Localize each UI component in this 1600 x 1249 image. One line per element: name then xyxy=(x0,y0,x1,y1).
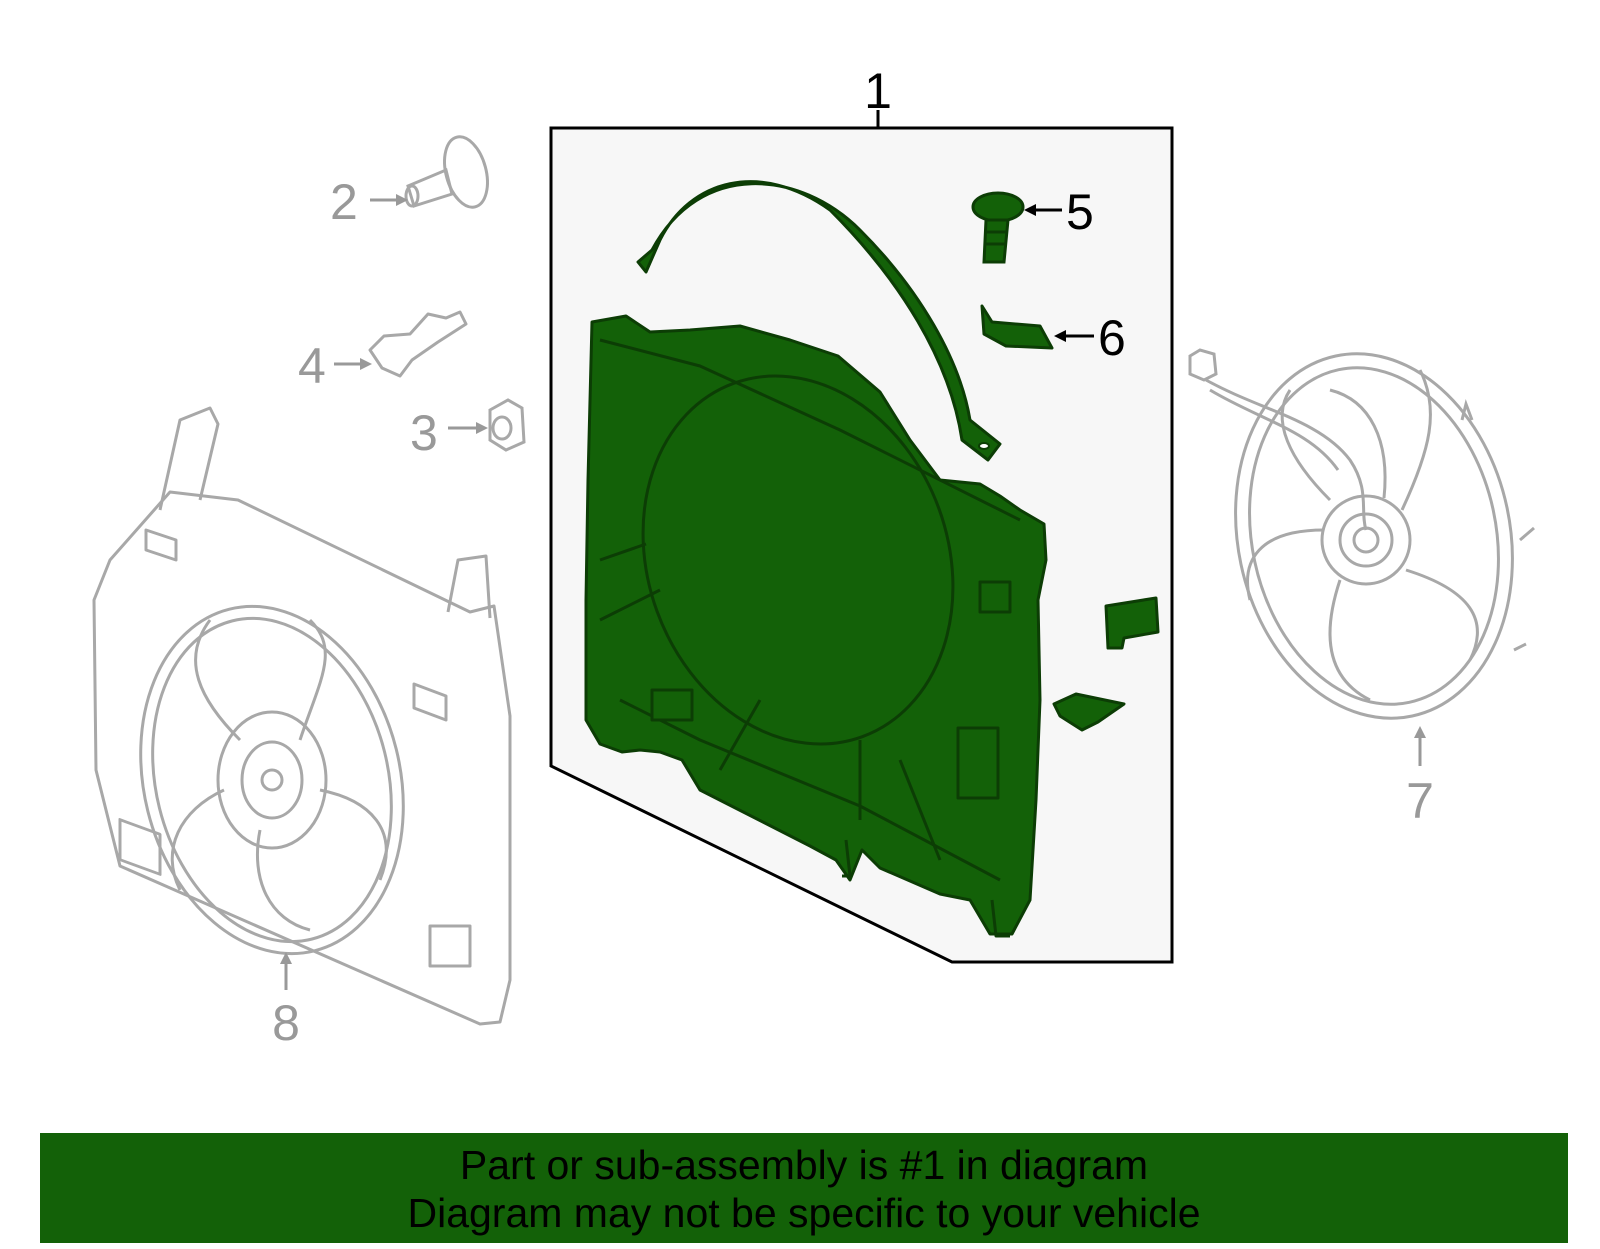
callout-2: 2 xyxy=(330,174,358,230)
callout-8: 8 xyxy=(272,995,300,1051)
notice-banner: Part or sub-assembly is #1 in diagram Di… xyxy=(40,1133,1568,1243)
push-pin-part-2 xyxy=(404,135,489,209)
callout-6-arrowhead xyxy=(1054,330,1066,342)
callout-4: 4 xyxy=(298,338,326,394)
bracket-part-4 xyxy=(368,310,468,378)
nut-part-3 xyxy=(488,398,526,452)
callout-7: 7 xyxy=(1406,773,1434,829)
callout-2-arrowhead xyxy=(396,194,408,206)
side-clip-lower xyxy=(1052,692,1126,732)
fan-assembly-part-8 xyxy=(92,406,512,1026)
clip-part-6 xyxy=(980,304,1054,350)
notice-line-1: Part or sub-assembly is #1 in diagram xyxy=(459,1142,1149,1188)
parts-diagram: 1 5 6 2 4 xyxy=(92,63,1535,1051)
callout-4-arrowhead xyxy=(360,358,372,370)
callout-3-arrowhead xyxy=(476,422,488,434)
fan-blade-part-7 xyxy=(1188,348,1535,720)
side-clip-upper xyxy=(1104,596,1160,650)
callout-7-arrowhead xyxy=(1414,726,1426,738)
fan-shroud xyxy=(584,314,1048,938)
bolt-part-5 xyxy=(971,191,1025,264)
callout-8-arrowhead xyxy=(280,952,292,964)
callout-1: 1 xyxy=(864,63,892,119)
brace-hole xyxy=(978,442,990,450)
callout-3: 3 xyxy=(410,405,438,461)
callout-5: 5 xyxy=(1066,184,1094,240)
callout-5-arrowhead xyxy=(1024,204,1036,216)
notice-line-2: Diagram may not be specific to your vehi… xyxy=(407,1190,1201,1236)
upper-brace xyxy=(636,180,1002,462)
callout-6: 6 xyxy=(1098,310,1126,366)
